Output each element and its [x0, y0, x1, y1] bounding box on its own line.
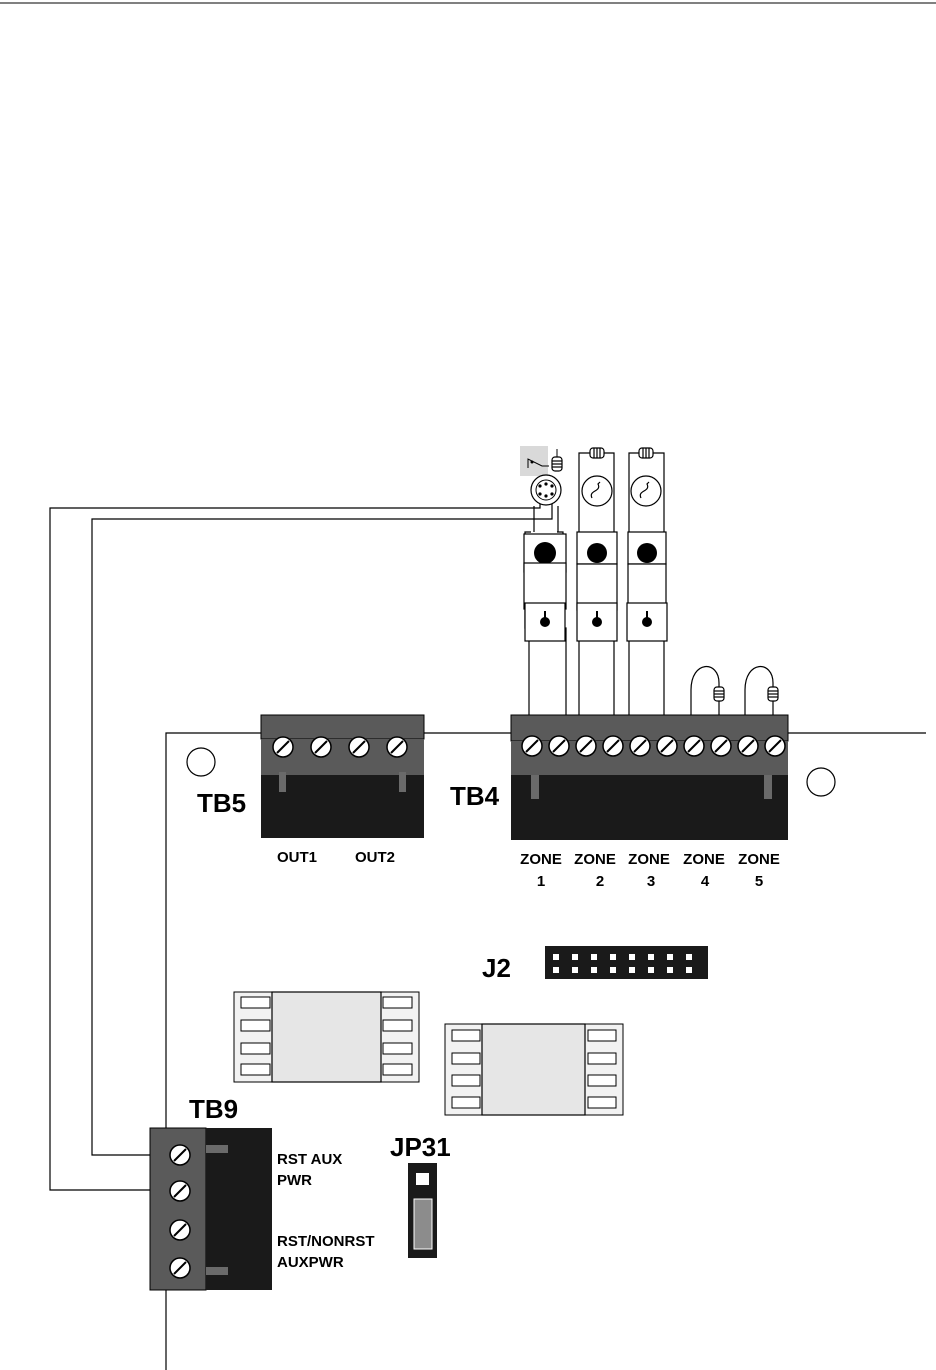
tb9-label: TB9 — [189, 1094, 238, 1124]
zone-4-eol-resistor — [690, 665, 725, 715]
mounting-base-icon — [576, 602, 618, 642]
zone-3-number: 3 — [647, 873, 655, 890]
j2-pin — [648, 954, 654, 960]
heat-head-icon — [581, 475, 613, 507]
tb4-screw — [548, 735, 570, 757]
zone-3-heat-detector — [626, 447, 668, 715]
aux-power-wires — [49, 499, 553, 1191]
tb5-label: TB5 — [197, 788, 246, 818]
zone-4-word: ZONE — [683, 851, 725, 868]
j2-pin — [610, 954, 616, 960]
tb9-nonrst-line1: RST/NONRST — [277, 1233, 375, 1250]
j2-pin — [686, 954, 692, 960]
j2-pin — [629, 954, 635, 960]
tb5-screw — [310, 736, 332, 758]
j2-pin — [591, 967, 597, 973]
jp31-label: JP31 — [390, 1132, 451, 1162]
tb4-terminal-block — [510, 714, 789, 840]
tb4-screw — [710, 735, 732, 757]
tb5-terminal-block — [260, 714, 425, 838]
heat-head-icon — [630, 475, 662, 507]
j2-pin — [648, 967, 654, 973]
mounting-base-icon — [524, 602, 566, 642]
zone-1-smoke-detector — [520, 446, 567, 715]
tb9-screw — [169, 1180, 191, 1202]
j2-pin — [553, 967, 559, 973]
tb9-rst-line2: PWR — [277, 1172, 312, 1189]
zone-2-heat-detector — [576, 447, 618, 715]
j2-pin — [629, 967, 635, 973]
zone-3-word: ZONE — [628, 851, 670, 868]
tb4-screw — [764, 735, 786, 757]
tb4-zone-labels: ZONE 1 ZONE 2 ZONE 3 ZONE 4 ZONE 5 — [520, 851, 780, 890]
j2-pin — [553, 954, 559, 960]
j2-pin — [572, 954, 578, 960]
tb5-screw — [348, 736, 370, 758]
tb4-screw — [656, 735, 678, 757]
zone-2-number: 2 — [596, 873, 604, 890]
zone-1-word: ZONE — [520, 851, 562, 868]
j2-pin — [686, 967, 692, 973]
tb5-out1-label: OUT1 — [277, 849, 317, 866]
relay-right — [444, 1023, 624, 1116]
j2-header — [545, 946, 708, 979]
zone-5-word: ZONE — [738, 851, 780, 868]
tb4-screw — [737, 735, 759, 757]
tb9-screw — [169, 1219, 191, 1241]
j2-pin — [667, 967, 673, 973]
relay-left — [233, 991, 420, 1083]
tb4-screw — [629, 735, 651, 757]
tb4-screw — [683, 735, 705, 757]
j2-pin — [667, 954, 673, 960]
j2-pin — [591, 954, 597, 960]
tb5-out2-label: OUT2 — [355, 849, 395, 866]
tb9-nonrst-line2: AUXPWR — [277, 1254, 344, 1271]
tb4-screw — [602, 735, 624, 757]
zone-1-number: 1 — [537, 873, 545, 890]
j2-pin — [610, 967, 616, 973]
tb5-screw — [272, 736, 294, 758]
zone-5-eol-resistor — [744, 665, 779, 715]
tb9-screw — [169, 1257, 191, 1279]
tb9-terminal-block — [149, 1127, 272, 1291]
tb4-label: TB4 — [450, 781, 500, 811]
mounting-hole-left — [186, 747, 216, 777]
mounting-base-icon — [626, 602, 668, 642]
tb9-rst-line1: RST AUX — [277, 1151, 342, 1168]
mounting-hole-right — [806, 767, 836, 797]
zone-2-word: ZONE — [574, 851, 616, 868]
j2-pin — [572, 967, 578, 973]
tb9-screw — [169, 1144, 191, 1166]
jp31-jumper — [408, 1163, 437, 1258]
tb4-screw — [521, 735, 543, 757]
zone-5-number: 5 — [755, 873, 763, 890]
smoke-head-icon — [530, 474, 562, 506]
tb5-screw — [386, 736, 408, 758]
j2-label: J2 — [482, 953, 511, 983]
tb4-screw — [575, 735, 597, 757]
zone-4-number: 4 — [701, 873, 710, 890]
